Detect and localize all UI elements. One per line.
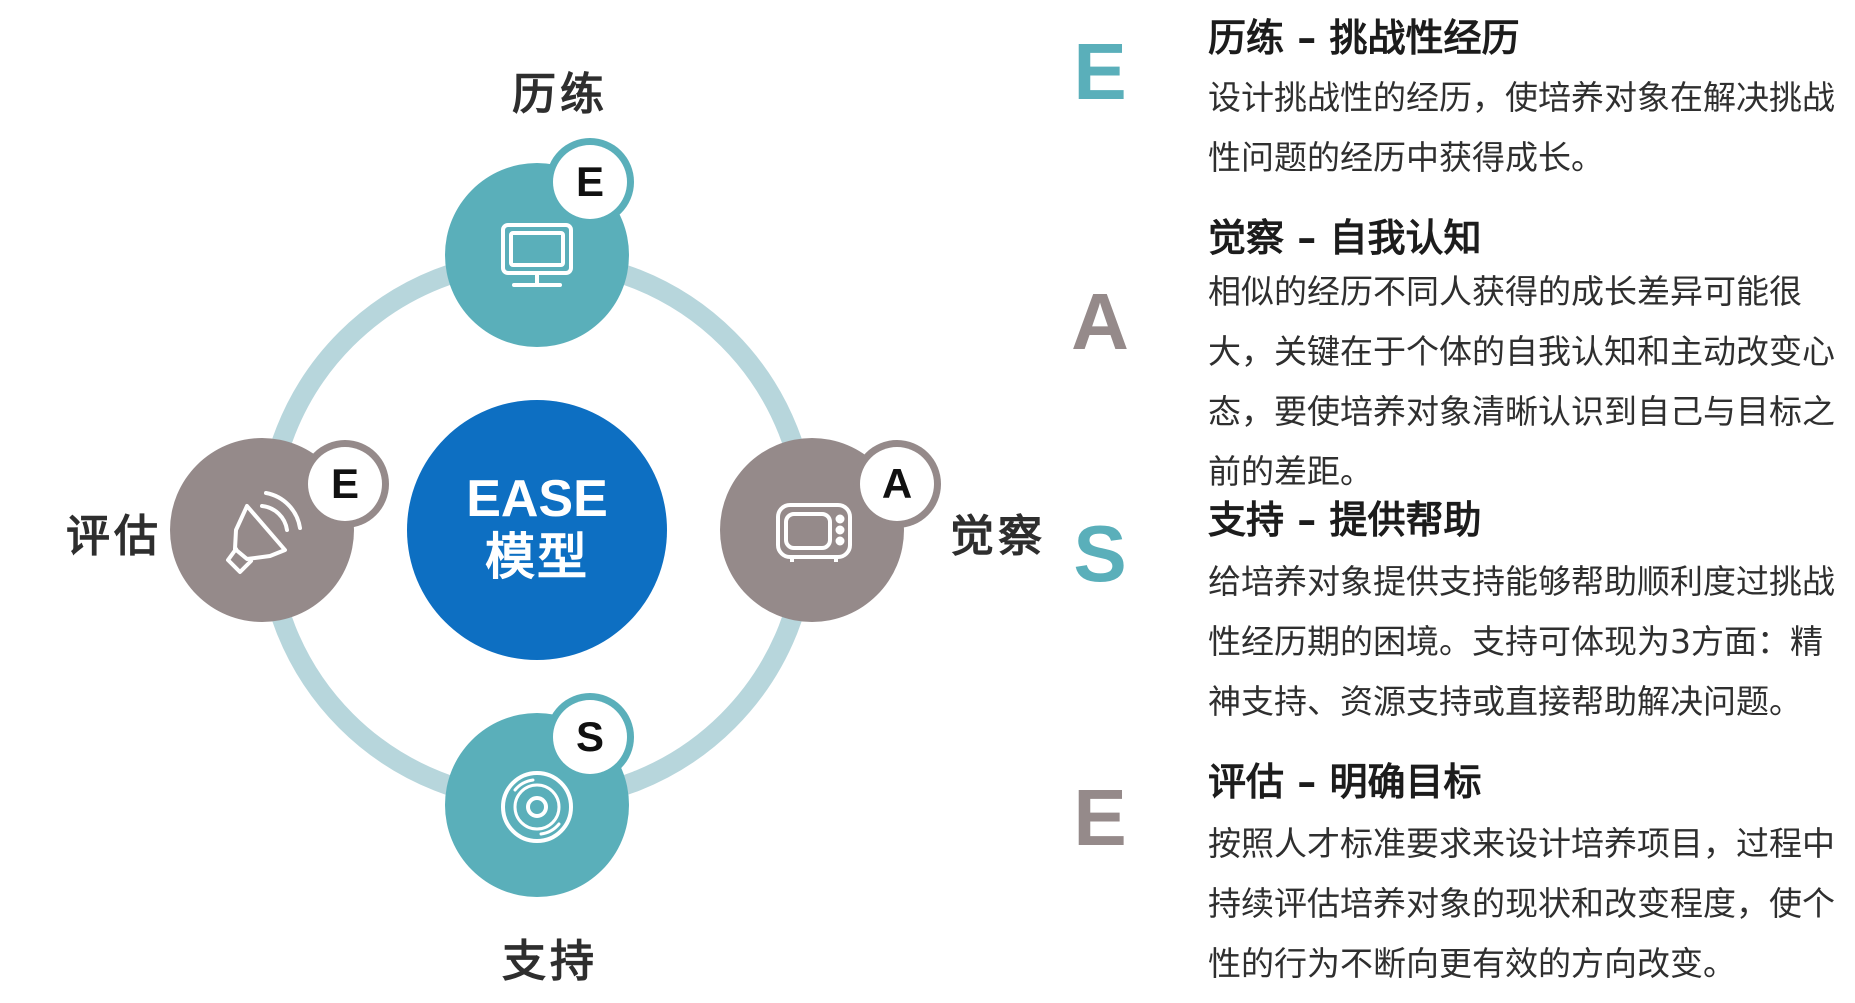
badge-letter-bottom: S bbox=[576, 713, 604, 760]
badge-letter-top: E bbox=[576, 158, 604, 205]
television-icon bbox=[776, 503, 852, 562]
node-right bbox=[720, 438, 941, 622]
section-body: 给培养对象提供支持能够帮助顺利度过挑战性经历期的困境。支持可体现为3方面：精神支… bbox=[1208, 562, 1835, 721]
center-label-line2: 模型 bbox=[485, 528, 589, 586]
section-title: 历练 – 挑战性经历 bbox=[1208, 16, 1520, 60]
section-body: 设计挑战性的经历，使培养对象在解决挑战性问题的经历中获得成长。 bbox=[1208, 78, 1835, 177]
section-title: 评估 – 明确目标 bbox=[1208, 760, 1482, 804]
section-body: 按照人才标准要求来设计培养项目，过程中持续评估培养对象的现状和改变程度，使个性的… bbox=[1208, 824, 1835, 983]
section-letter: S bbox=[1073, 509, 1127, 598]
badge-top bbox=[546, 138, 634, 226]
label-right: 觉察 bbox=[950, 511, 1046, 562]
disc-icon bbox=[501, 771, 573, 843]
badge-right bbox=[853, 440, 941, 528]
ease-cycle-diagram: E A S E EASE 模型 历练 觉察 支持 评估 bbox=[66, 69, 1046, 987]
badge-left bbox=[301, 440, 389, 528]
speaker-icon bbox=[226, 491, 302, 574]
node-top bbox=[445, 138, 634, 347]
node-left bbox=[170, 438, 389, 622]
badge-letter-left: E bbox=[331, 460, 359, 507]
center-label-line1: EASE bbox=[466, 470, 608, 528]
section-letter: E bbox=[1073, 27, 1127, 116]
node-bottom bbox=[445, 693, 634, 897]
section-body: 相似的经历不同人获得的成长差异可能很大，关键在于个体的自我认知和主动改变心态，要… bbox=[1208, 272, 1835, 491]
section-letter: A bbox=[1071, 277, 1129, 366]
monitor-icon bbox=[501, 223, 573, 287]
label-bottom: 支持 bbox=[502, 936, 598, 987]
center-label: EASE 模型 bbox=[407, 470, 667, 586]
badge-letter-right: A bbox=[882, 460, 912, 507]
label-top: 历练 bbox=[512, 69, 608, 120]
section-title: 支持 – 提供帮助 bbox=[1208, 498, 1482, 542]
center-circle bbox=[407, 400, 667, 660]
cycle-graphic: E A S E bbox=[170, 138, 941, 897]
label-left: 评估 bbox=[66, 511, 162, 562]
section-title: 觉察 – 自我认知 bbox=[1208, 216, 1482, 260]
badge-bottom bbox=[546, 693, 634, 781]
section-letter: E bbox=[1073, 773, 1127, 862]
